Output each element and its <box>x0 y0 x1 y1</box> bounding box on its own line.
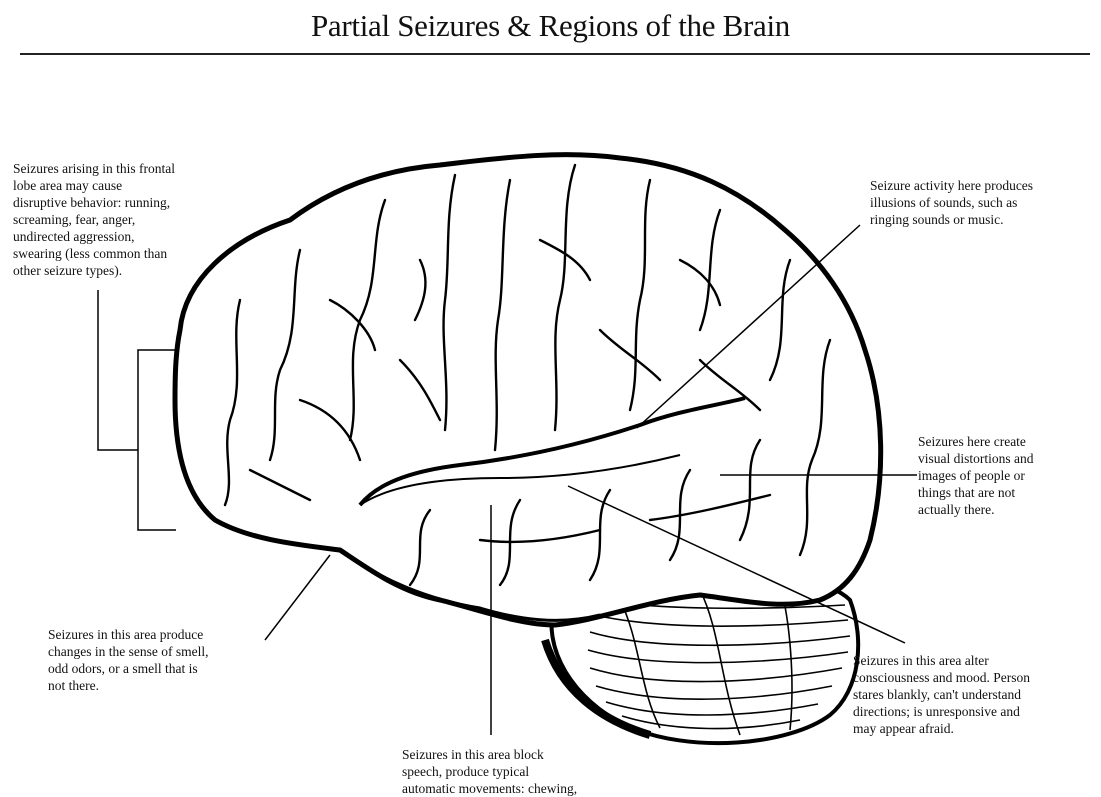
leader-lines <box>97 224 917 735</box>
frontal-lobe-callout: Seizures arising in this frontal lobe ar… <box>13 161 175 278</box>
frontal-leader <box>97 290 138 451</box>
speech-callout: Seizures in this area block speech, prod… <box>402 747 578 796</box>
auditory-callout: Seizure activity here produces illusions… <box>870 178 1034 227</box>
visual-callout: Seizures here create visual distortions … <box>918 434 1034 517</box>
smell-leader <box>264 554 331 641</box>
smell-callout: Seizures in this area produce changes in… <box>48 627 209 693</box>
title-divider <box>20 53 1090 55</box>
page-title: Partial Seizures & Regions of the Brain <box>310 8 791 43</box>
cerebellum <box>541 571 861 746</box>
consciousness-leader <box>567 485 906 644</box>
auditory-leader <box>636 224 861 429</box>
frontal-bracket <box>137 349 176 531</box>
cerebrum <box>172 152 884 628</box>
consciousness-callout: Seizures in this area alter consciousnes… <box>853 653 1030 736</box>
